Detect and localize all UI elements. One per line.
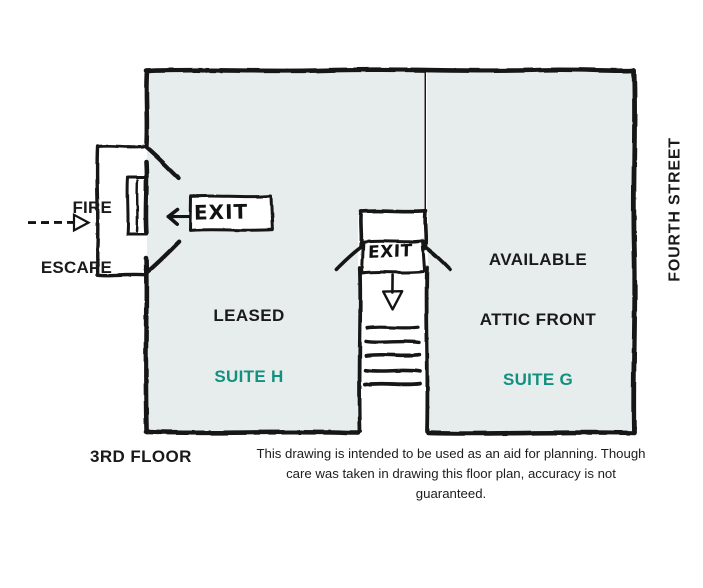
suite-divider-wall (422, 68, 428, 214)
wall-east (631, 67, 638, 435)
fire-escape-box-top (95, 144, 145, 149)
suite-g-label-block: AVAILABLE ATTIC FRONT SUITE G (438, 212, 638, 428)
fire-escape-label-line1: FIRE (72, 198, 112, 218)
wall-west-upper (144, 68, 150, 149)
suite-g-status-line1: AVAILABLE (488, 249, 588, 269)
floor-label: 3RD FLOOR (90, 447, 192, 466)
building-outline (143, 67, 638, 436)
stair-treads (363, 325, 422, 387)
stair-tread (365, 325, 420, 330)
stair-tread (363, 368, 422, 374)
fire-escape-rail (126, 175, 148, 236)
wall-south (143, 429, 637, 436)
suite-fill-layer (147, 72, 633, 431)
stair-landing-left (359, 209, 364, 249)
disclaimer-text: This drawing is intended to be used as a… (256, 446, 646, 501)
exit-sign-stairwell-text: EXIT (367, 241, 413, 263)
suite-h-fill (147, 72, 424, 431)
stairwell-door-swings (334, 245, 452, 272)
suite-g-status-line2: ATTIC FRONT (479, 309, 597, 329)
west-exit-arrow (166, 207, 192, 226)
stair-door-swing-left (334, 245, 363, 272)
fire-escape-box-bottom (95, 273, 148, 278)
suite-h-label-block: LEASED SUITE H (158, 268, 340, 424)
street-label-fourth-street: FOURTH STREET (666, 137, 684, 282)
stairwell-walls (357, 209, 430, 434)
fire-escape-doors (144, 145, 182, 275)
fire-escape-structure (95, 144, 148, 278)
fire-escape-entry-arrow (27, 212, 91, 233)
stair-shaft-left (357, 266, 363, 434)
fire-escape-label-line2: ESCAPE (40, 258, 112, 278)
stair-shaft-right (424, 266, 430, 434)
door-swing-upper-leaf (144, 145, 181, 181)
stair-tread (364, 352, 422, 358)
stair-door-swing-right (424, 245, 452, 272)
suite-g-fill (427, 72, 633, 431)
wall-north (143, 67, 637, 74)
door-swing-lower-leaf (144, 239, 182, 275)
stair-tread (364, 339, 421, 345)
stair-down-arrow (382, 273, 404, 311)
fire-escape-rail-inner (135, 178, 139, 233)
fire-escape-box-left (95, 144, 100, 277)
exit-sign-west-box (188, 194, 274, 232)
stair-landing-right (423, 209, 428, 250)
suite-h-name: SUITE H (214, 366, 284, 386)
exit-sign-stairwell-box (360, 239, 427, 275)
wall-west-mid (143, 159, 149, 235)
stair-tread (363, 381, 422, 387)
suite-h-status: LEASED (213, 305, 285, 325)
suite-g-name: SUITE G (502, 370, 574, 390)
exit-sign-west-text: EXIT (193, 199, 249, 225)
fire-escape-label: FIRE ESCAPE (14, 158, 112, 318)
stair-landing-top (359, 209, 428, 214)
wall-west-lower (143, 255, 149, 435)
